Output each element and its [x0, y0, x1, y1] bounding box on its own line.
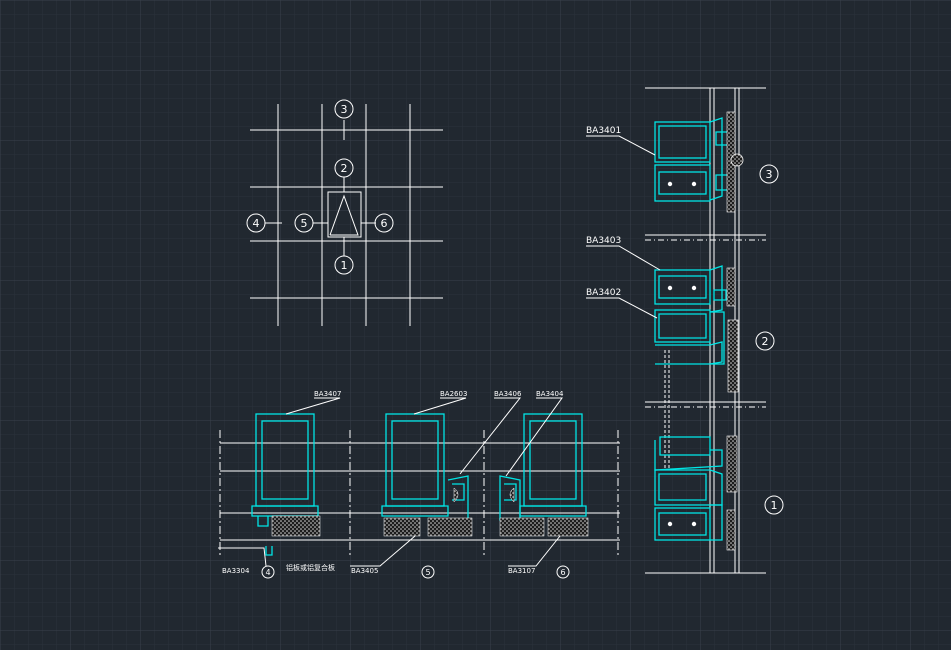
profile-ba3401-base: [654, 164, 711, 202]
key-plan-marker-middle: 2: [341, 162, 348, 175]
plan-marker-5: 5: [425, 568, 430, 577]
section-marker-bottom: 1: [771, 499, 778, 512]
section-marker-middle: 2: [762, 335, 769, 348]
key-plan-marker-top: 3: [341, 103, 348, 116]
key-plan-marker-right: 6: [381, 217, 388, 230]
profile-ba3401: [654, 121, 711, 163]
key-plan-marker-center-left: 5: [301, 217, 308, 230]
plan-marker-4: 4: [265, 568, 270, 577]
key-plan-marker-bottom: 1: [341, 259, 348, 272]
plan-marker-6: 6: [560, 568, 565, 577]
key-plan-opening-triangle: [329, 194, 359, 236]
key-plan: [250, 104, 443, 326]
section-marker-3-circle: [759, 164, 779, 184]
marker-2-circle: [334, 158, 354, 178]
profile-ba3403: [654, 269, 711, 305]
key-plan-marker-left: 4: [253, 217, 260, 230]
vertical-section: [586, 87, 784, 574]
marker-6-circle: [374, 213, 394, 233]
label-panel-note: 铝板或铝复合板: [286, 563, 335, 572]
key-plan-markers: [246, 99, 394, 275]
plan-section: [218, 397, 620, 579]
marker-5-circle: [294, 213, 314, 233]
plan-marker-4-circle: [261, 565, 275, 579]
label-ba3405: BA3405: [351, 567, 378, 575]
plan-marker-6-circle: [556, 565, 570, 579]
label-ba3304: BA3304: [222, 567, 250, 575]
section-marker-2-circle: [755, 331, 775, 351]
label-ba3407: BA3407: [314, 390, 341, 398]
section-marker-1-circle: [764, 495, 784, 515]
profile-lower-transom: [659, 436, 711, 456]
label-ba3401: BA3401: [586, 126, 621, 136]
label-ba3403: BA3403: [586, 236, 621, 246]
label-ba3402: BA3402: [586, 288, 621, 298]
marker-1-circle: [334, 255, 354, 275]
label-ba3404: BA3404: [536, 390, 564, 398]
plan-marker-5-circle: [421, 565, 435, 579]
marker-4-circle: [246, 213, 266, 233]
profile-lower-base: [654, 507, 711, 541]
marker-3-circle: [334, 99, 354, 119]
label-ba2603: BA2603: [440, 390, 467, 398]
label-ba3406: BA3406: [494, 390, 522, 398]
label-ba3107: BA3107: [508, 567, 535, 575]
profile-ba3402: [654, 309, 711, 343]
section-marker-top: 3: [766, 168, 773, 181]
